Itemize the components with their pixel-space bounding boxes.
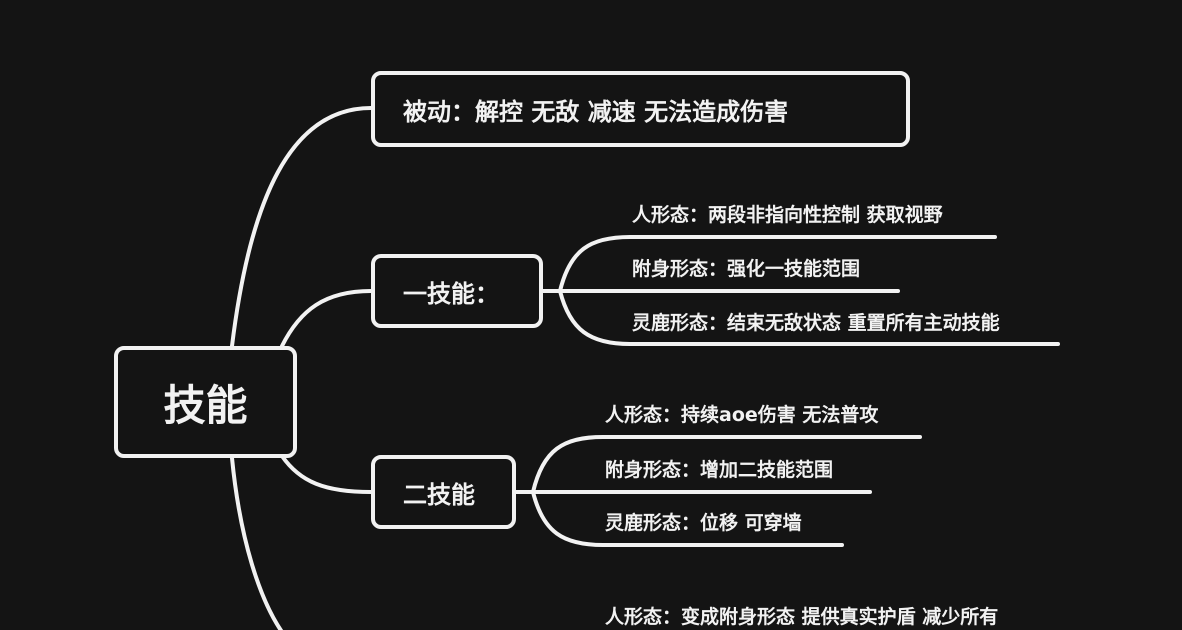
- connector-root-passive: [230, 106, 373, 348]
- connector-root-skill1: [280, 289, 373, 348]
- skill1-item-human[interactable]: 人形态：两段非指向性控制 获取视野: [632, 204, 943, 226]
- root-label: 技能: [163, 380, 248, 430]
- connector-skill1-item3: [558, 289, 1060, 346]
- skill2-label: 二技能: [403, 480, 475, 509]
- connector-root-skill2: [280, 454, 373, 494]
- skill1-item-possess[interactable]: 附身形态：强化一技能范围: [632, 258, 861, 280]
- skill2-item-human[interactable]: 人形态：持续aoe伤害 无法普攻: [605, 404, 879, 426]
- skill1-item-deer[interactable]: 灵鹿形态：结束无敌状态 重置所有主动技能: [632, 312, 1000, 334]
- skill2-item-deer[interactable]: 灵鹿形态：位移 可穿墙: [605, 512, 802, 534]
- skill2-item-possess[interactable]: 附身形态：增加二技能范围: [605, 459, 834, 481]
- passive-label: 被动：解控 无敌 减速 无法造成伤害: [403, 97, 789, 126]
- connector-skill2-item3: [531, 490, 844, 547]
- skill1-node[interactable]: 一技能：: [371, 254, 543, 328]
- root-node[interactable]: 技能: [114, 346, 297, 458]
- skill1-label: 一技能：: [403, 279, 499, 308]
- connector-skill2-item1: [531, 435, 922, 494]
- skill2-node[interactable]: 二技能: [371, 455, 516, 529]
- connector-root-skill3: [230, 456, 284, 630]
- skill3-item-human[interactable]: 人形态：变成附身形态 提供真实护盾 减少所有: [605, 606, 999, 628]
- connector-skill1-item1: [558, 235, 997, 293]
- passive-node[interactable]: 被动：解控 无敌 减速 无法造成伤害: [371, 71, 910, 147]
